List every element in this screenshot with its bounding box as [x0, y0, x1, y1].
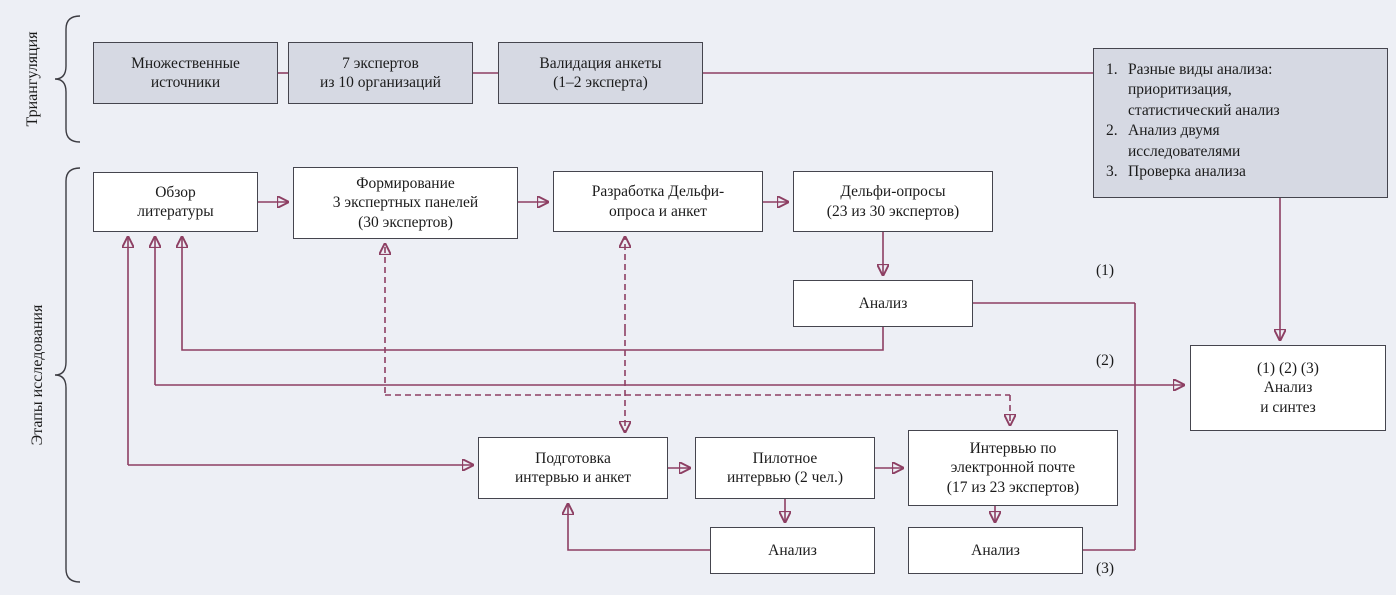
box-questionnaire-validation: Валидация анкеты (1–2 эксперта) [498, 42, 703, 104]
brace-stages [54, 167, 81, 583]
path-label-1: (1) [1095, 262, 1115, 279]
box-expert-panels: Формирование 3 экспертных панелей (30 эк… [293, 167, 518, 239]
analysis-types-item: 1. Разные виды анализа: приоритизация, с… [1106, 61, 1280, 119]
box-analysis-3-label: Анализ [971, 541, 1020, 559]
box-analysis-1-label: Анализ [858, 294, 908, 312]
box-analysis-2: Анализ [710, 527, 875, 574]
box-email-interviews-label: Интервью по электронной почте (17 из 23 … [946, 440, 1080, 496]
box-analysis-2-label: Анализ [768, 541, 817, 559]
box-seven-experts-label: 7 экспертов из 10 организаций [320, 54, 441, 91]
box-synthesis-label: (1) (2) (3) Анализ и синтез [1257, 360, 1319, 416]
box-pilot-interview-label: Пилотное интервью (2 чел.) [726, 449, 844, 486]
box-synthesis: (1) (2) (3) Анализ и синтез [1190, 345, 1386, 431]
box-analysis-1: Анализ [793, 280, 973, 327]
box-interview-prep: Подготовка интервью и анкет [478, 437, 668, 499]
box-email-interviews: Интервью по электронной почте (17 из 23 … [908, 430, 1118, 506]
box-delphi-surveys-label: Дельфи-опросы (23 из 30 экспертов) [826, 183, 960, 220]
analysis-types-item: 2. Анализ двумя исследователями [1106, 122, 1241, 160]
box-delphi-development: Разработка Дельфи- опроса и анкет [553, 171, 763, 232]
box-multiple-sources: Множественные источники [93, 42, 278, 104]
path-label-2: (2) [1095, 352, 1115, 369]
box-multiple-sources-label: Множественные источники [131, 54, 240, 91]
box-interview-prep-label: Подготовка интервью и анкет [515, 449, 631, 486]
box-analysis-types-list: 1. Разные виды анализа: приоритизация, с… [1093, 48, 1388, 198]
box-literature-review: Обзор литературы [93, 172, 258, 232]
box-seven-experts: 7 экспертов из 10 организаций [288, 42, 473, 104]
box-delphi-development-label: Разработка Дельфи- опроса и анкет [591, 183, 725, 220]
box-questionnaire-validation-label: Валидация анкеты (1–2 эксперта) [539, 54, 662, 91]
box-analysis-3: Анализ [908, 527, 1083, 574]
box-delphi-surveys: Дельфи-опросы (23 из 30 экспертов) [793, 171, 993, 232]
bracket-label-stages: Этапы исследования [29, 304, 46, 446]
arrow-analysis2-feedback-prep [568, 504, 710, 551]
box-expert-panels-label: Формирование 3 экспертных панелей (30 эк… [332, 175, 479, 231]
analysis-types-item: 3. Проверка анализа [1106, 163, 1246, 181]
path-label-3: (3) [1095, 560, 1115, 577]
brace-triangulation [54, 15, 81, 143]
box-literature-review-label: Обзор литературы [137, 183, 214, 220]
box-pilot-interview: Пилотное интервью (2 чел.) [695, 437, 875, 499]
bracket-label-triangulation: Триангуляция [24, 31, 41, 127]
arrow-analysis1-feedback-literature [182, 237, 884, 351]
